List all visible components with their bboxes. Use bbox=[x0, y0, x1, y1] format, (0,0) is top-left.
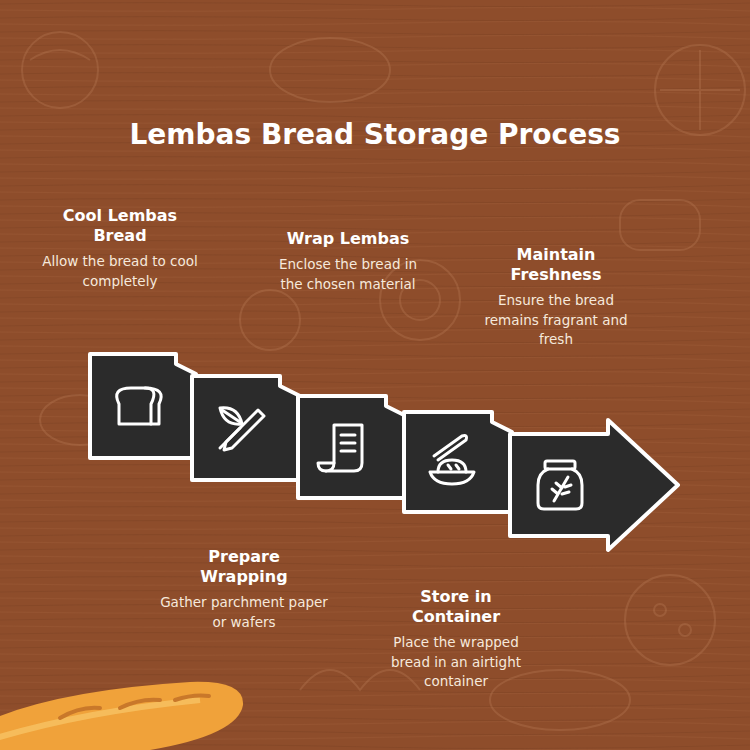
baguette-illustration bbox=[0, 682, 243, 750]
step-heading: Store in Container bbox=[389, 587, 524, 627]
step-heading: Prepare Wrapping bbox=[177, 547, 312, 587]
step-description: Allow the bread to cool completely bbox=[35, 252, 205, 291]
step-box: Store in ContainerPlace the wrapped brea… bbox=[402, 410, 514, 514]
step-outline bbox=[510, 420, 678, 550]
step-label: Prepare WrappingGather parchment paper o… bbox=[159, 547, 329, 632]
bread-icon bbox=[117, 388, 161, 424]
step-outline bbox=[298, 396, 406, 498]
plate-icon bbox=[430, 436, 474, 485]
step-shape bbox=[190, 374, 302, 482]
step-shape bbox=[296, 394, 408, 500]
step-shape bbox=[402, 410, 514, 514]
jar-icon bbox=[538, 461, 582, 509]
step-heading: Maintain Freshness bbox=[489, 245, 624, 285]
step-shape bbox=[88, 352, 198, 460]
scroll-icon bbox=[318, 425, 362, 471]
step-outline bbox=[192, 376, 300, 480]
step-description: Ensure the bread remains fragrant and fr… bbox=[471, 291, 641, 350]
step-label: Maintain FreshnessEnsure the bread remai… bbox=[471, 245, 641, 350]
diagram-title: Lembas Bread Storage Process bbox=[0, 118, 750, 151]
step-heading: Cool Lembas Bread bbox=[53, 206, 188, 246]
step-label: Cool Lembas BreadAllow the bread to cool… bbox=[35, 206, 205, 291]
step-box: Wrap LembasEnclose the bread in the chos… bbox=[296, 394, 408, 500]
step-outline bbox=[404, 412, 512, 512]
step-description: Gather parchment paper or wafers bbox=[159, 593, 329, 632]
step-box: Prepare WrappingGather parchment paper o… bbox=[190, 374, 302, 482]
step-label: Store in ContainerPlace the wrapped brea… bbox=[376, 587, 536, 692]
step-shape bbox=[508, 420, 680, 550]
step-label: Wrap LembasEnclose the bread in the chos… bbox=[268, 229, 428, 294]
step-description: Enclose the bread in the chosen material bbox=[268, 255, 428, 294]
leafpen-icon bbox=[220, 408, 264, 450]
step-heading: Wrap Lembas bbox=[281, 229, 416, 249]
step-description: Place the wrapped bread in an airtight c… bbox=[376, 633, 536, 692]
step-box: Maintain FreshnessEnsure the bread remai… bbox=[508, 420, 680, 550]
step-outline bbox=[90, 354, 196, 458]
step-box: Cool Lembas BreadAllow the bread to cool… bbox=[88, 352, 198, 460]
